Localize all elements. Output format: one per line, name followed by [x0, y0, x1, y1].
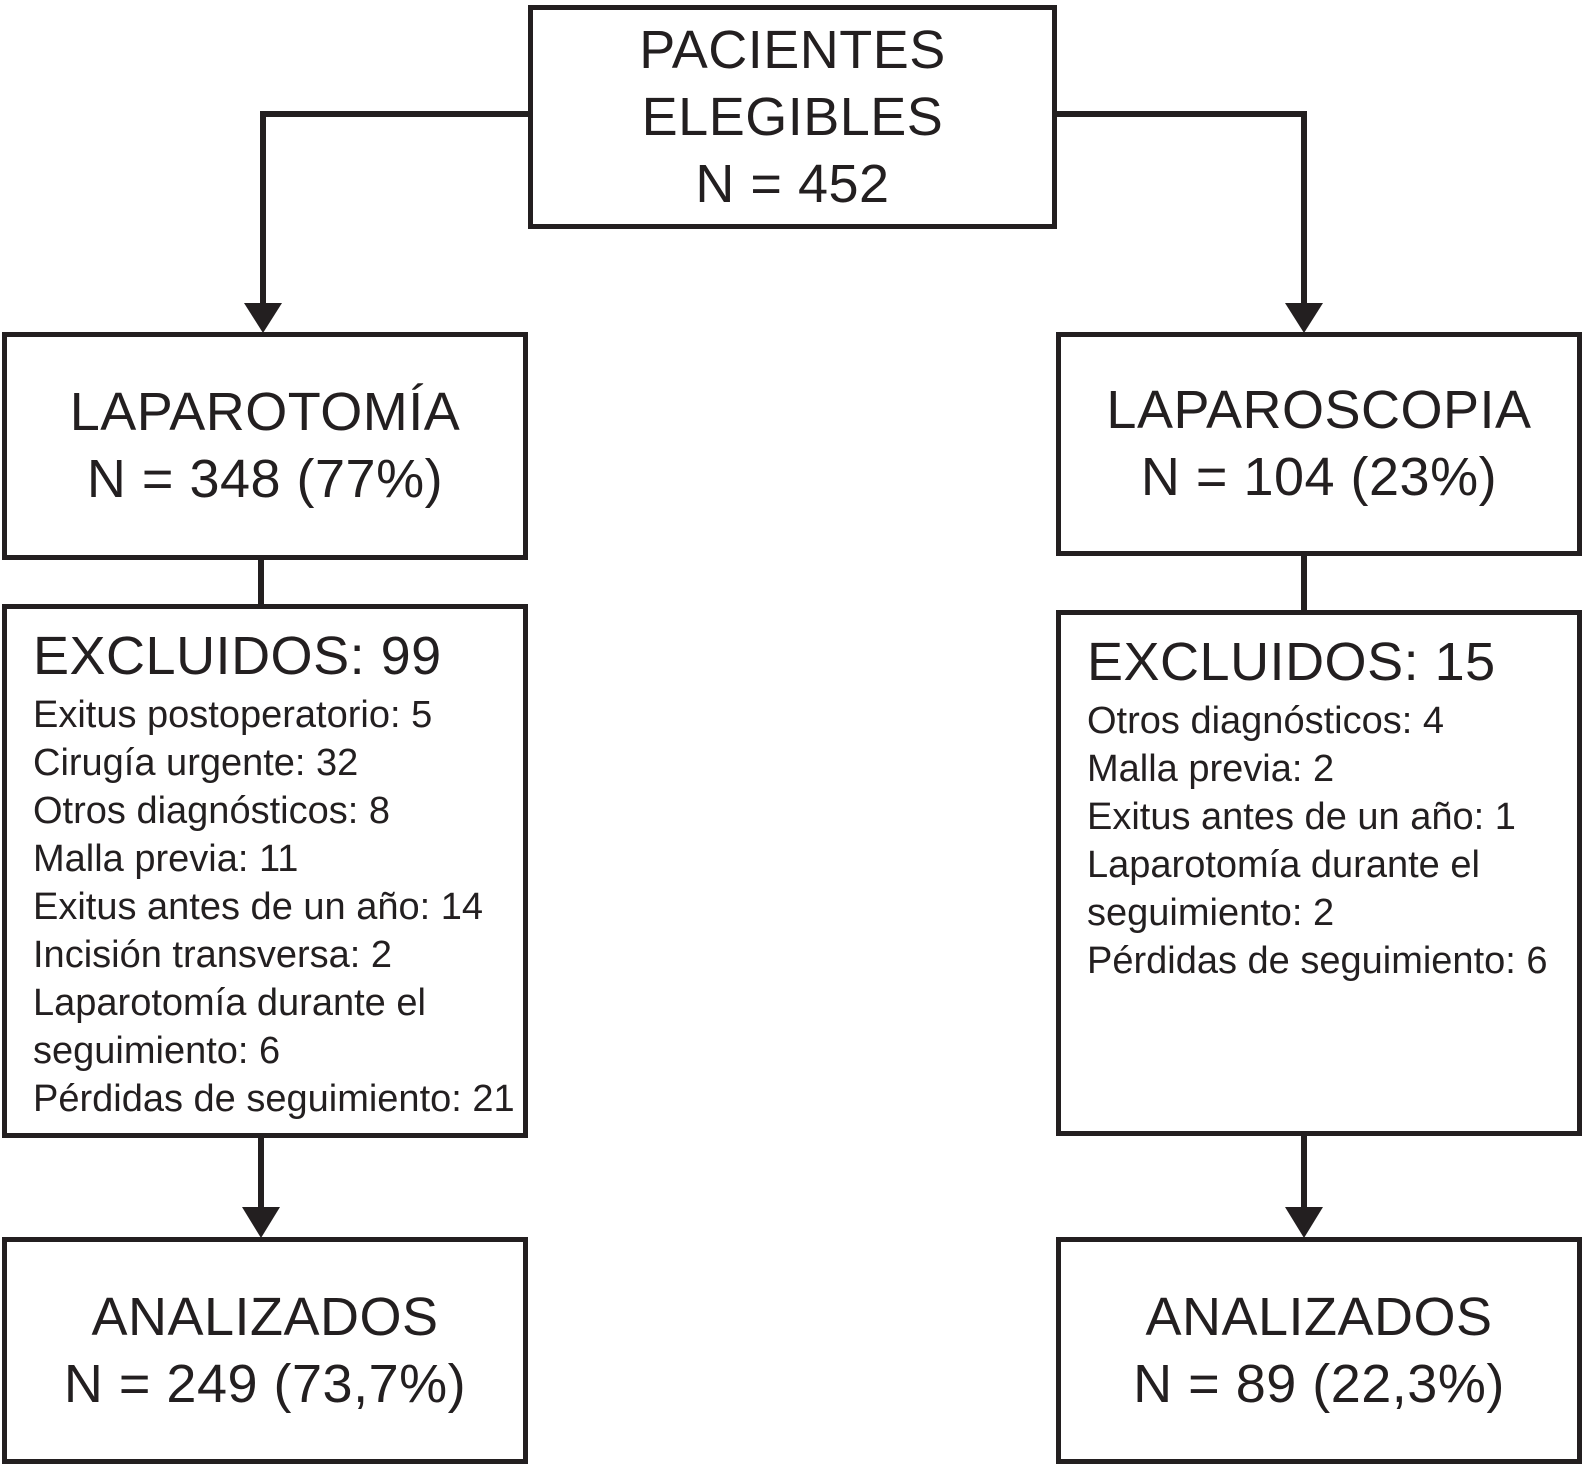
excluded-reason: Laparotomía durante el — [33, 982, 426, 1024]
box-text-line: LAPAROSCOPIA — [1106, 380, 1532, 440]
arrowhead-down-icon — [1285, 1207, 1323, 1238]
connector-eligible-to-laparoscopy — [1057, 111, 1323, 333]
box-text-line: ANALIZADOS — [1145, 1286, 1493, 1347]
box-text-line: ANALIZADOS — [91, 1286, 439, 1347]
excluded-reason: Laparotomía durante el — [1087, 844, 1480, 886]
box-text-line: N = 104 (23%) — [1140, 447, 1498, 507]
excluded-reason: Exitus antes de un año: 14 — [33, 886, 483, 928]
excluded-title: EXCLUIDOS: 99 — [33, 626, 442, 686]
laparoscopy-box: LAPAROSCOPIA N = 104 (23%) — [1056, 332, 1582, 556]
connector-excluded-to-analyzed-laparotomy — [242, 1134, 280, 1238]
analyzed-laparotomy-box: ANALIZADOS N = 249 (73,7%) — [2, 1237, 528, 1464]
box-text-line: ELEGIBLES — [641, 86, 944, 147]
excluded-reason: Exitus postoperatorio: 5 — [33, 694, 433, 736]
eligible-patients-box: PACIENTES ELEGIBLES N = 452 — [528, 5, 1057, 229]
laparotomy-box: LAPAROTOMÍA N = 348 (77%) — [2, 332, 528, 560]
excluded-reason: Exitus antes de un año: 1 — [1087, 796, 1516, 838]
arrowhead-down-icon — [242, 1207, 280, 1238]
excluded-reason: seguimiento: 6 — [33, 1030, 281, 1072]
arrowhead-down-icon — [244, 303, 282, 333]
box-text-line: N = 348 (77%) — [86, 449, 444, 509]
excluded-laparotomy-box: EXCLUIDOS: 99 Exitus postoperatorio: 5 C… — [2, 604, 528, 1138]
box-text-line: PACIENTES — [639, 19, 946, 80]
excluded-reason: Malla previa: 11 — [33, 838, 299, 880]
box-text-line: N = 249 (73,7%) — [63, 1353, 467, 1414]
excluded-reason: Malla previa: 2 — [1087, 748, 1335, 790]
excluded-laparoscopy-box: EXCLUIDOS: 15 Otros diagnósticos: 4 Mall… — [1056, 610, 1582, 1136]
analyzed-laparoscopy-box: ANALIZADOS N = 89 (22,3%) — [1056, 1237, 1582, 1464]
excluded-reason: Incisión transversa: 2 — [33, 934, 393, 976]
excluded-reason: Pérdidas de seguimiento: 6 — [1087, 940, 1548, 982]
excluded-reason: Pérdidas de seguimiento: 21 — [33, 1078, 515, 1120]
box-text-line: LAPAROTOMÍA — [69, 382, 461, 442]
excluded-reason: Cirugía urgente: 32 — [33, 742, 359, 784]
arrowhead-down-icon — [1285, 303, 1323, 333]
connector-eligible-to-laparotomy — [244, 111, 528, 333]
box-text-line: N = 452 — [695, 153, 890, 214]
connector-excluded-to-analyzed-laparoscopy — [1285, 1132, 1323, 1238]
excluded-reason: Otros diagnósticos: 8 — [33, 790, 390, 832]
excluded-reason: Otros diagnósticos: 4 — [1087, 700, 1444, 742]
excluded-reason: seguimiento: 2 — [1087, 892, 1335, 934]
box-text-line: N = 89 (22,3%) — [1133, 1353, 1505, 1414]
excluded-title: EXCLUIDOS: 15 — [1087, 632, 1496, 692]
